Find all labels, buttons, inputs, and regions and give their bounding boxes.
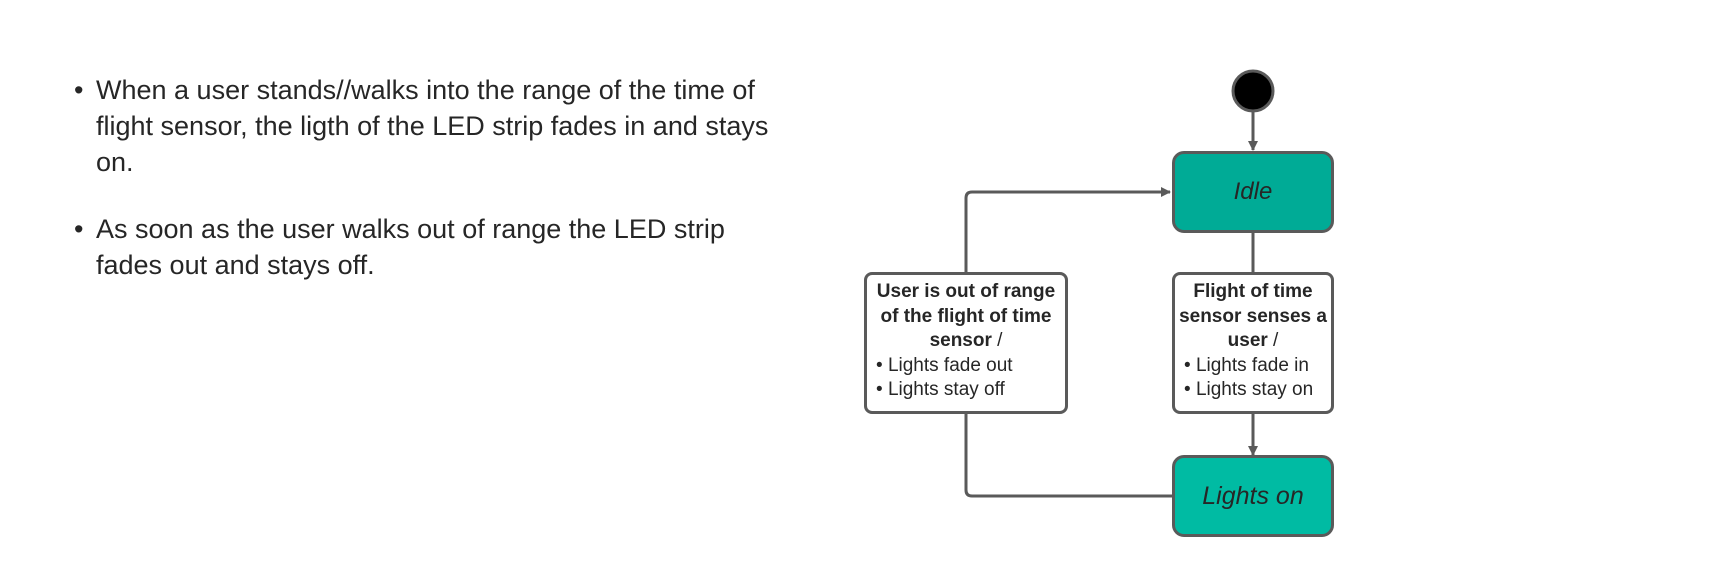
action-text: Lights stay off [887,379,1005,400]
action-item: • Lights fade in [1184,354,1327,379]
bullet-icon: • [876,379,883,400]
transition-condition: Flight of time sensor senses a user / [1179,280,1327,354]
condition-text: User is out of range of the flight of ti… [876,281,1056,351]
action-text: Lights fade in [1195,354,1309,376]
condition-text: Flight of time sensor senses a user [1179,281,1327,351]
transition-label-to-idle: User is out of range of the flight of ti… [864,272,1068,414]
transition-condition: User is out of range of the flight of ti… [871,280,1061,354]
action-text: Lights stay on [1195,379,1314,400]
action-item: • Lights stay on [1184,378,1327,403]
action-item: • Lights fade out [876,354,1061,379]
action-list: • Lights fade in • Lights stay on [1179,354,1327,403]
condition-separator: / [991,330,1003,351]
lights-on-to-guard-line [964,414,1172,498]
guard-to-idle-arrow [964,187,1171,272]
transition-label-to-lights-on: Flight of time sensor senses a user / • … [1172,272,1334,414]
condition-separator: / [1267,330,1279,351]
state-lights-on: Lights on [1172,455,1334,537]
bullet-icon: • [74,75,84,105]
state-idle: Idle [1172,151,1334,233]
action-item: • Lights stay off [876,378,1061,403]
note-item: • As soon as the user walks out of range… [74,211,794,283]
action-list: • Lights fade out • Lights stay off [871,354,1061,403]
note-text: When a user stands//walks into the range… [96,75,769,177]
bullet-icon: • [1184,354,1191,376]
note-item: • When a user stands//walks into the ran… [74,72,794,180]
notes-list: • When a user stands//walks into the ran… [74,72,794,314]
note-text: As soon as the user walks out of range t… [96,214,725,280]
action-text: Lights fade out [887,354,1013,376]
state-lights-on-label: Lights on [1202,481,1304,510]
bullet-icon: • [74,214,84,244]
bullet-icon: • [1184,379,1191,400]
bullet-icon: • [876,354,883,376]
initial-node [1231,69,1275,113]
state-idle-label: Idle [1233,178,1273,205]
